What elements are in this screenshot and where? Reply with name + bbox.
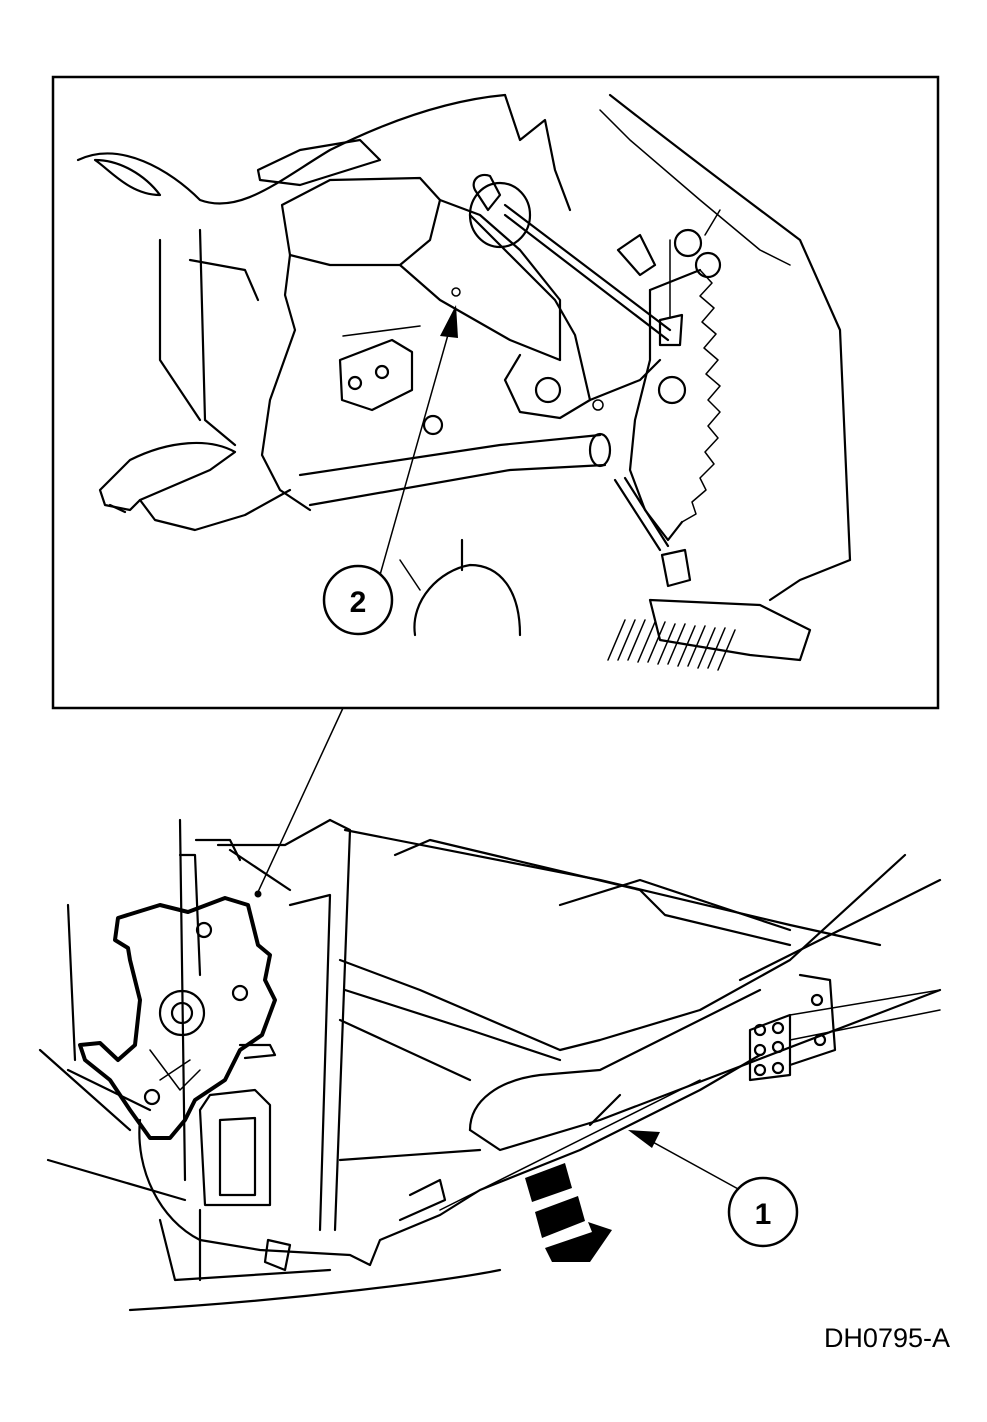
cable-equalizer-bracket (748, 973, 941, 1082)
adjustment-hole (451, 287, 461, 297)
inset-frame (51, 75, 940, 710)
pull-direction-arrow (525, 1163, 612, 1262)
callout-2-circle (322, 564, 394, 636)
pedal-pad (607, 558, 852, 671)
pedal-arm (98, 441, 292, 532)
brake-drum-hub (158, 989, 206, 1037)
release-lever (468, 213, 662, 420)
ratchet-sector (628, 268, 721, 542)
floor-console-box (198, 1088, 272, 1207)
callout-1: 1 (628, 1130, 799, 1248)
return-spring-rod (613, 476, 692, 588)
inset-detail-view: 2 (51, 75, 940, 710)
dash-panel-outline (76, 93, 852, 562)
inset-leader-dot (254, 890, 262, 898)
callout-2-arrowhead (440, 305, 458, 338)
parking-brake-cable (138, 1053, 762, 1272)
floor-console (399, 538, 522, 637)
cable-drum (468, 173, 672, 342)
brake-lever-housing (158, 176, 562, 512)
figure-code: DH0795-A (824, 1323, 950, 1353)
callout-1-arrowhead (628, 1130, 660, 1148)
callout-1-label: 1 (755, 1198, 772, 1231)
rocker-panel (38, 903, 502, 1312)
floor-frame-rails (338, 828, 942, 1162)
inset-leader-line (257, 707, 344, 893)
callout-1-circle (727, 1176, 799, 1248)
cable-pulley (616, 209, 722, 347)
cross-shaft (298, 414, 612, 507)
callout-2-label: 2 (350, 586, 367, 619)
callout-2: 2 (322, 287, 461, 636)
main-underbody-view: 1 (38, 818, 942, 1312)
mounting-bracket (338, 325, 421, 412)
parking-brake-assembly (78, 896, 277, 1140)
